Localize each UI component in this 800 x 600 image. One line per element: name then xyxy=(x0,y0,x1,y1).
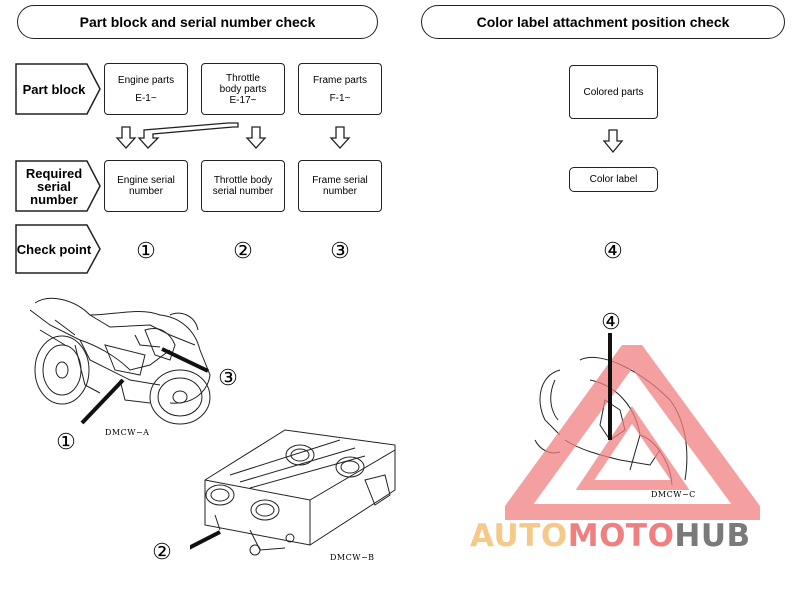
part-block-box-frame: Frame parts F-1~ xyxy=(298,63,382,115)
row-head-check-point: Check point xyxy=(15,224,101,274)
down-arrow-icon xyxy=(245,126,267,149)
down-arrow-icon xyxy=(115,126,137,149)
right-section-title: Color label attachment position check xyxy=(421,5,785,39)
rear-callout-4: ④ xyxy=(596,311,626,333)
color-flow-arrow xyxy=(602,129,624,154)
serial-box-throttle: Throttle body serial number xyxy=(201,160,285,212)
row-head-label: Required serial number xyxy=(25,165,83,207)
row-head-part-block: Part block xyxy=(15,63,101,115)
check-point-1: ① xyxy=(136,238,156,263)
left-section-title: Part block and serial number check xyxy=(17,5,378,39)
rear-callout-leader xyxy=(608,330,612,440)
flow-arrows xyxy=(115,122,351,149)
part-block-box-engine: Engine parts E-1~ xyxy=(104,63,188,115)
row-head-label: Part block xyxy=(22,81,86,97)
part-block-name: Frame parts xyxy=(313,74,367,86)
caption-dmcw-b: DMCW−B xyxy=(330,553,375,562)
throttle-callout-2: ② xyxy=(152,539,172,564)
down-arrow-icon xyxy=(329,126,351,149)
moto-callout-1: ① xyxy=(56,429,76,454)
down-arrow-icon xyxy=(602,129,624,154)
row-head-required-serial: Required serial number xyxy=(15,160,101,212)
check-point-4: ④ xyxy=(603,238,623,263)
row-head-shape xyxy=(15,160,101,212)
watermark-part-hub: HUB xyxy=(674,518,751,554)
watermark-text: AUTOMOTOHUB xyxy=(470,518,751,554)
color-label-box: Color label xyxy=(569,167,658,192)
throttle-body-illustration xyxy=(190,429,396,556)
row-head-shape xyxy=(15,63,101,115)
watermark-triangle-icon xyxy=(505,345,760,520)
row-head-label: Check point xyxy=(16,241,92,257)
watermark-part-moto: MOTO xyxy=(567,518,675,554)
part-block-box-throttle: Throttle body parts E-17~ xyxy=(201,63,285,115)
serial-box-frame: Frame serial number xyxy=(298,160,382,212)
caption-dmcw-a: DMCW−A xyxy=(105,428,150,437)
part-block-code: E-1~ xyxy=(135,92,157,104)
caption-dmcw-c: DMCW−C xyxy=(651,490,696,499)
part-block-code: E-17~ xyxy=(229,94,257,106)
part-block-name: Throttle body parts xyxy=(219,72,267,95)
part-block-code: F-1~ xyxy=(329,92,351,104)
row-head-shape xyxy=(15,224,101,274)
colored-parts-box: Colored parts xyxy=(569,65,658,119)
watermark-part-auto: AUTO xyxy=(470,518,568,554)
check-point-3: ③ xyxy=(330,238,350,263)
serial-box-engine: Engine serial number xyxy=(104,160,188,212)
part-block-name: Engine parts xyxy=(117,74,175,86)
bent-arrow-icon xyxy=(137,122,239,149)
moto-callout-3: ③ xyxy=(218,365,238,390)
motorcycle-illustration xyxy=(29,297,211,425)
check-point-2: ② xyxy=(233,238,253,263)
